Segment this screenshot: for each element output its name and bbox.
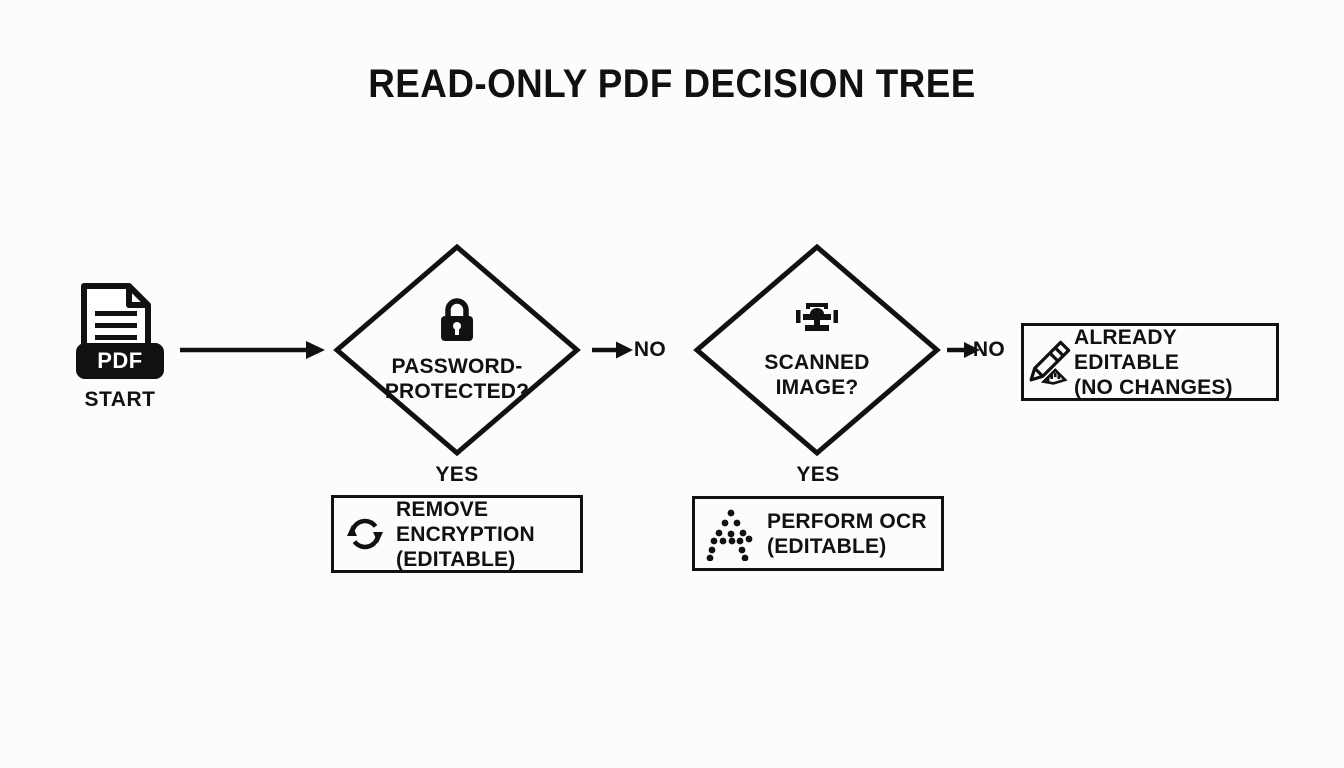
edge-label-scanned-yes: YES	[796, 463, 840, 486]
decision-scanned-image-label: SCANNED IMAGE?	[764, 350, 870, 399]
result-perform-ocr[interactable]: PERFORM OCR (EDITABLE)	[692, 496, 944, 571]
decision-password-protected[interactable]: PASSWORD-PROTECTED?	[333, 243, 581, 457]
ocr-dotted-a-icon	[695, 496, 767, 571]
arrow-scanned-no	[947, 339, 981, 366]
start-label: START	[84, 388, 156, 411]
arrow-password-no	[592, 339, 634, 366]
pencil-ruler-icon	[1024, 323, 1074, 401]
start-node: PDF START	[58, 283, 182, 433]
decision-password-protected-label: PASSWORD-PROTECTED?	[384, 354, 530, 403]
result-already-editable[interactable]: ALREADY EDITABLE (NO CHANGES)	[1021, 323, 1279, 401]
decision-scanned-image[interactable]: SCANNED IMAGE?	[693, 243, 941, 457]
scanner-icon	[793, 301, 841, 344]
result-remove-encryption[interactable]: REMOVE ENCRYPTION (EDITABLE)	[331, 495, 583, 573]
pdf-document-icon: PDF	[76, 283, 164, 381]
edge-label-password-no: NO	[633, 338, 667, 361]
arrow-start-to-password	[180, 338, 326, 367]
pdf-badge-label: PDF	[76, 343, 164, 379]
page-title: READ-ONLY PDF DECISION TREE	[368, 62, 976, 106]
result-remove-encryption-label: REMOVE ENCRYPTION (EDITABLE)	[396, 497, 535, 571]
padlock-icon	[438, 297, 476, 348]
result-perform-ocr-label: PERFORM OCR (EDITABLE)	[767, 509, 927, 558]
refresh-cycle-icon	[334, 495, 396, 573]
edge-label-scanned-no: NO	[972, 338, 1006, 361]
edge-label-password-yes: YES	[435, 463, 479, 486]
result-already-editable-label: ALREADY EDITABLE (NO CHANGES)	[1074, 325, 1233, 399]
